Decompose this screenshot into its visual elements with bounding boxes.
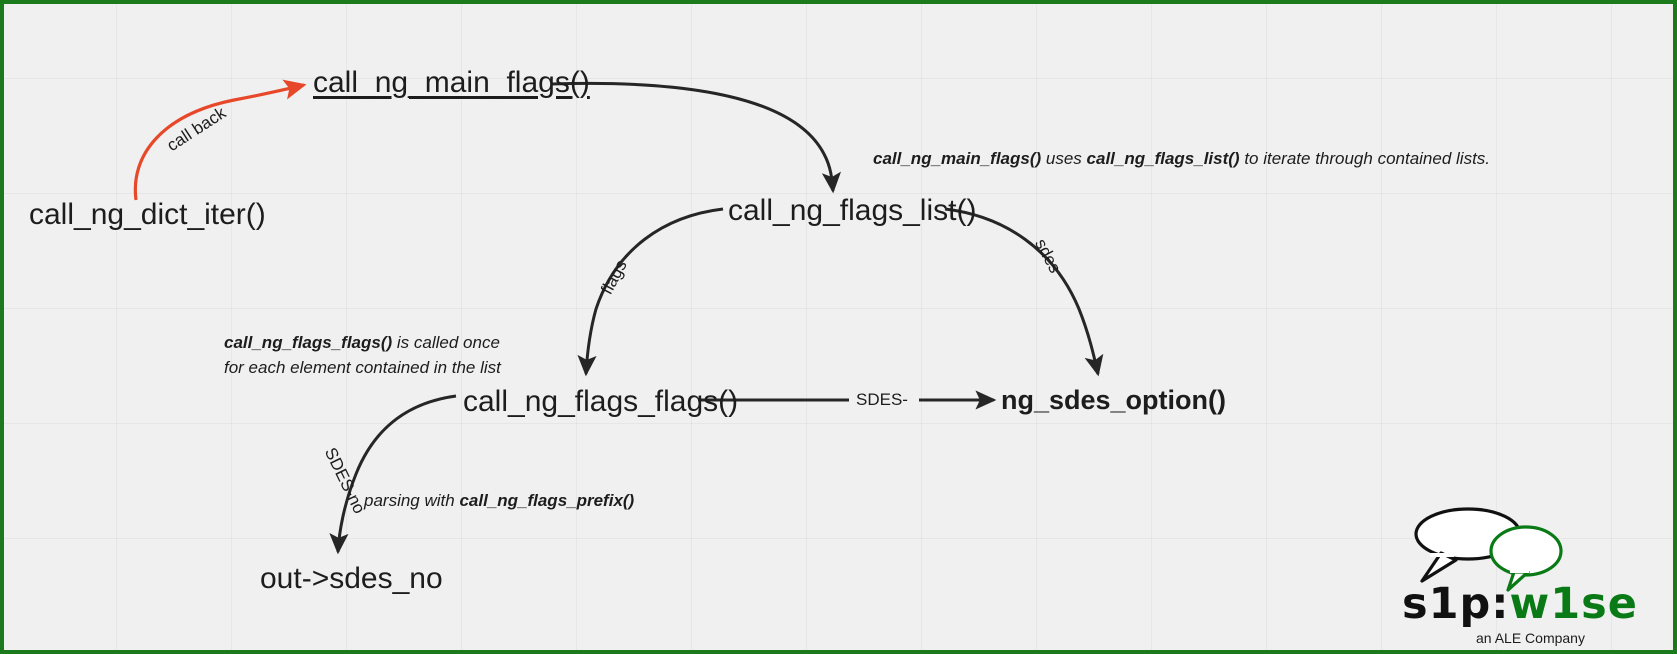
logo-sip-text: s1p: xyxy=(1402,579,1510,629)
note-main-flags: call_ng_main_flags() uses call_ng_flags_… xyxy=(873,147,1490,172)
logo-tagline: an ALE Company xyxy=(1476,630,1585,646)
note-prefix-text: parsing with xyxy=(364,491,460,510)
note-main-flags-fn1: call_ng_main_flags() xyxy=(873,149,1042,168)
node-ng-sdes-option[interactable]: ng_sdes_option() xyxy=(1001,385,1227,415)
note-prefix-parsing: parsing with call_ng_flags_prefix() xyxy=(364,489,634,514)
edge-flags-flags-to-out-sdes-no xyxy=(329,394,457,555)
edge-dict-iter-to-main-flags xyxy=(133,79,307,201)
note-flags-flags-line2: for each element contained in the list xyxy=(224,357,501,377)
note-main-flags-text1: uses xyxy=(1041,149,1087,168)
note-flags-flags-fn: call_ng_flags_flags() xyxy=(224,333,393,352)
note-flags-flags: call_ng_flags_flags() is called once for… xyxy=(224,331,501,380)
node-call-ng-dict-iter[interactable]: call_ng_dict_iter() xyxy=(29,198,266,231)
edge-main-flags-to-flags-list xyxy=(551,81,842,194)
note-main-flags-text2: to iterate through contained lists. xyxy=(1239,149,1491,168)
node-call-ng-flags-flags[interactable]: call_ng_flags_flags() xyxy=(463,385,739,418)
logo-speech-bubbles xyxy=(1414,507,1563,592)
note-flags-flags-text: is called once xyxy=(392,333,500,352)
edge-flags-list-to-sdes-option xyxy=(944,207,1104,377)
note-main-flags-fn2: call_ng_flags_list() xyxy=(1086,149,1240,168)
logo-wise-text: w1se xyxy=(1509,579,1638,629)
edge-flags-list-to-flags-flags xyxy=(577,207,724,377)
node-call-ng-main-flags[interactable]: call_ng_main_flags() xyxy=(313,66,590,99)
note-prefix-fn: call_ng_flags_prefix() xyxy=(459,491,635,510)
logo-wordmark: s1p:w1se xyxy=(1402,583,1638,626)
sipwise-logo: s1p:w1se an ALE Company xyxy=(1396,499,1646,646)
node-out-sdes-no[interactable]: out->sdes_no xyxy=(260,562,443,595)
edge-label-sdes-dash: SDES- xyxy=(856,390,908,409)
node-call-ng-flags-list[interactable]: call_ng_flags_list() xyxy=(728,194,977,227)
note-flags-flags-line1: call_ng_flags_flags() is called once xyxy=(224,331,501,356)
edge-layer xyxy=(133,79,1104,555)
